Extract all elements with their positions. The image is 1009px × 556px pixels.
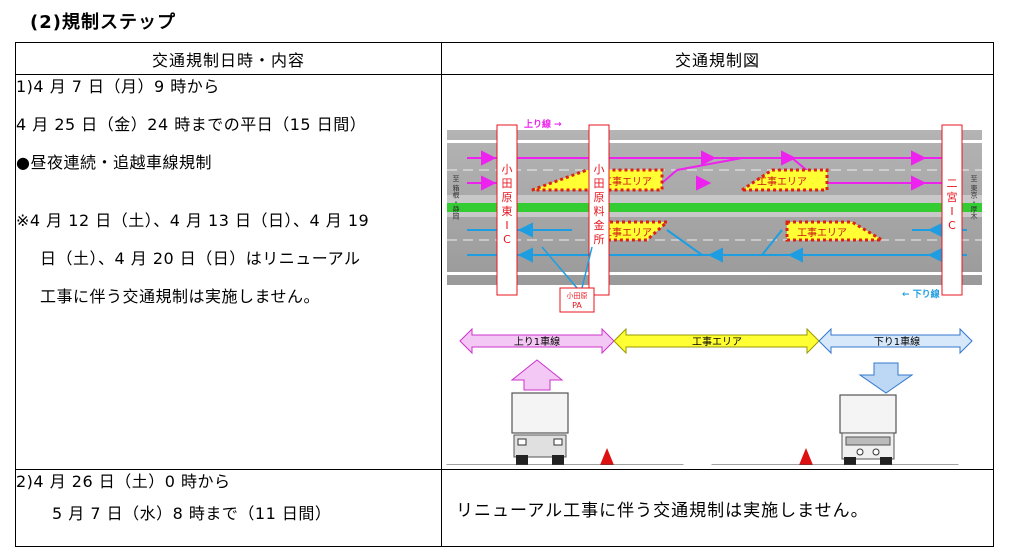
svg-text:田: 田	[502, 177, 513, 190]
row1-line: ●昼夜連続・追越車線規制	[16, 153, 212, 172]
lane-work-label: 工事エリア	[692, 335, 742, 348]
pa-label: 小田原	[567, 291, 588, 300]
row1-note-line: 日（土）、4 月 20 日（日）はリニューアル	[40, 249, 361, 268]
svg-text:原: 原	[594, 191, 605, 204]
svg-text:C: C	[948, 219, 956, 232]
work-area-down-2: 工事エリア	[785, 220, 888, 242]
row2-line: 5 月 7 日（水）8 時まで（11 日間）	[52, 504, 332, 523]
lane-down-label: 下り1車線	[874, 335, 920, 348]
svg-text:宮: 宮	[947, 190, 958, 204]
row1-note-line: 工事に伴う交通規制は実施しません。	[40, 287, 321, 306]
work-area-label: 工事エリア	[757, 175, 807, 188]
up-line-label: 上り線 →	[524, 118, 562, 130]
svg-text:小: 小	[502, 163, 513, 176]
header-datetime: 交通規制日時・内容	[15, 42, 442, 75]
ic-toll-pillar: 小 田 原 料 金 所	[588, 124, 610, 296]
down-line-label: ← 下り線	[902, 288, 940, 300]
work-area-label: 工事エリア	[797, 226, 847, 239]
svg-text:二: 二	[947, 177, 958, 190]
row1-line: 4 月 25 日（金）24 時までの平日（15 日間）	[16, 115, 367, 134]
svg-text:原: 原	[502, 191, 513, 204]
truck-left-icon	[511, 392, 569, 465]
traffic-regulation-diagram: 工事エリア 工事エリア 工事エリア 工事エリア 小	[446, 118, 982, 472]
row2-line: 2)4 月 26 日（土）0 時から	[16, 472, 231, 491]
lane-down-arrow: 下り1車線	[818, 327, 973, 355]
median-green	[447, 203, 982, 212]
row1-content: 1)4 月 7 日（月）9 時から 4 月 25 日（金）24 時までの平日（1…	[15, 74, 442, 470]
traffic-cone-icon	[797, 448, 815, 470]
work-area-up-2: 工事エリア	[737, 168, 829, 192]
truck-right-icon	[839, 394, 897, 465]
svg-text:田: 田	[594, 177, 605, 190]
side-right-label: 至 東京・厚木	[970, 175, 978, 220]
svg-text:所: 所	[594, 233, 605, 246]
road-edge-top	[447, 140, 982, 143]
median-strip	[447, 195, 982, 203]
row1-note-line: ※4 月 12 日（土）、4 月 13 日（日）、4 月 19	[16, 211, 370, 230]
side-left-label: 至 箱根・静岡	[452, 175, 460, 220]
work-area-label: 工事エリア	[602, 226, 652, 239]
pa-marker: 小田原 PA	[541, 246, 595, 313]
svg-text:小: 小	[594, 163, 605, 176]
road-edge-bottom	[447, 272, 982, 275]
svg-text:料: 料	[594, 204, 605, 218]
svg-text:C: C	[503, 233, 511, 246]
row1-line: 1)4 月 7 日（月）9 時から	[16, 77, 220, 96]
header-diagram: 交通規制図	[441, 42, 994, 75]
regulation-table: 交通規制日時・内容 交通規制図 1)4 月 7 日（月）9 時から 4 月 25…	[15, 42, 994, 547]
svg-text:金: 金	[594, 218, 605, 232]
svg-text:I: I	[505, 219, 508, 232]
lane-up-arrow: 上り1車線	[459, 327, 615, 355]
svg-text:東: 東	[502, 205, 513, 218]
row2-content: 2)4 月 26 日（土）0 時から 5 月 7 日（水）8 時まで（11 日間…	[15, 469, 442, 547]
up-direction-arrow	[510, 359, 564, 391]
lane-up-label: 上り1車線	[514, 335, 560, 348]
section-heading: (2)規制ステップ	[30, 12, 176, 33]
lane-work-arrow: 工事エリア	[613, 327, 820, 355]
ic-left-pillar: 小 田 原 東 I C	[496, 124, 518, 296]
pa-label: PA	[572, 301, 582, 310]
ic-right-pillar: 二 宮 I C	[941, 124, 963, 296]
down-line-arrows	[467, 222, 967, 263]
work-area-label: 工事エリア	[602, 175, 652, 188]
row1-diagram-cell: 工事エリア 工事エリア 工事エリア 工事エリア 小	[441, 74, 994, 472]
down-direction-arrow	[858, 362, 914, 394]
traffic-cone-icon	[598, 448, 616, 470]
row2-note: リニューアル工事に伴う交通規制は実施しません。	[441, 469, 994, 547]
svg-text:I: I	[950, 205, 953, 218]
